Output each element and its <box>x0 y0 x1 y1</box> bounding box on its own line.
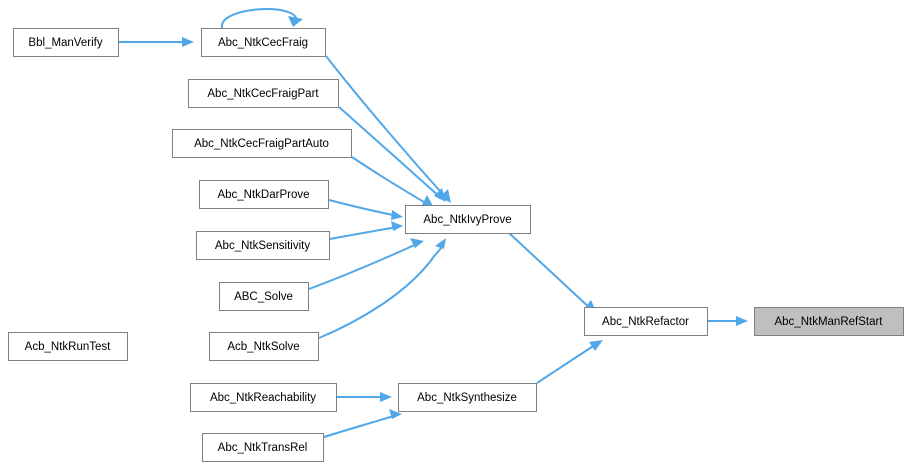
arrowhead-icon <box>440 189 451 203</box>
arrowhead-icon <box>736 316 748 326</box>
edge-line <box>308 242 420 290</box>
graph-node-abc_ntkcecfraigpart[interactable]: Abc_NtkCecFraigPart <box>188 79 339 108</box>
edge-abc_ntksynthesize-to-abc_ntkrefactor <box>536 340 603 384</box>
edge-line <box>351 156 430 206</box>
edge-line <box>329 226 399 240</box>
node-label: Abc_NtkManRefStart <box>774 316 883 328</box>
node-label: Abc_NtkTransRel <box>218 442 308 454</box>
graph-node-abc_ntksensitivity[interactable]: Abc_NtkSensitivity <box>196 231 330 260</box>
nodes-layer: Bbl_ManVerify Abc_NtkCecFraigAbc_NtkCecFr… <box>8 28 904 462</box>
arrowhead-icon <box>410 238 424 248</box>
node-label: Abc_NtkIvyProve <box>423 214 511 226</box>
edge-line <box>508 232 593 311</box>
arrowhead-icon <box>288 16 303 27</box>
edge-line <box>536 342 599 384</box>
node-label: Abc_NtkDarProve <box>217 189 309 201</box>
graph-node-abc_ntkreachability[interactable]: Abc_NtkReachability <box>190 383 337 412</box>
edge-abc_ntksensitivity-to-abc_ntkivyprove <box>329 221 403 240</box>
arrowhead-icon <box>434 188 446 202</box>
edge-line <box>220 8 298 29</box>
node-box[interactable] <box>190 383 337 412</box>
graph-node-abc_ntksynthesize[interactable]: Abc_NtkSynthesize <box>398 383 537 412</box>
graph-node-abc_ntkdarprove[interactable]: Abc_NtkDarProve <box>199 180 329 209</box>
node-box[interactable] <box>202 433 324 462</box>
node-box[interactable] <box>201 28 326 57</box>
graph-node-acb_ntksolve[interactable]: Acb_NtkSolve <box>209 332 319 361</box>
graph-node-acb_ntkruntest[interactable]: Acb_NtkRunTest <box>8 332 128 361</box>
graph-node-abc_ntkcecfraig[interactable]: Abc_NtkCecFraig <box>201 28 326 57</box>
node-label: Abc_NtkSensitivity <box>215 240 310 252</box>
graph-node-abc_ntkcecfraigpartauto[interactable]: Abc_NtkCecFraigPartAuto <box>172 129 352 158</box>
edge-acb_ntksolve-to-abc_ntkivyprove <box>318 238 446 339</box>
edge-bbl_manverify-to-abc_ntkcecfraig <box>118 37 194 47</box>
edge-line <box>318 241 445 339</box>
node-box[interactable] <box>209 332 319 361</box>
edge-abc_ntkrefactor-to-abc_ntkmanrefstart <box>708 316 748 326</box>
node-box[interactable] <box>199 180 329 209</box>
node-label: Abc_NtkCecFraig <box>218 37 308 49</box>
edge-line <box>323 414 398 438</box>
edge-line <box>328 199 399 217</box>
node-box[interactable] <box>405 205 531 234</box>
node-box[interactable] <box>172 129 352 158</box>
node-box[interactable] <box>754 307 904 336</box>
node-box[interactable] <box>196 231 330 260</box>
edge-abc_ntkcecfraigpartauto-to-abc_ntkivyprove <box>351 156 434 208</box>
node-box[interactable] <box>584 307 708 336</box>
node-box[interactable] <box>13 28 119 57</box>
edge-abc_ntkcecfraigpart-to-abc_ntkivyprove <box>338 106 446 202</box>
edge-abc_ntktransrel-to-abc_ntksynthesize <box>323 409 402 438</box>
node-box[interactable] <box>219 282 309 311</box>
node-label: Abc_NtkCecFraigPartAuto <box>194 138 329 150</box>
node-label: Abc_NtkSynthesize <box>417 392 517 404</box>
arrowhead-icon <box>391 221 403 231</box>
node-box[interactable] <box>188 79 339 108</box>
graph-node-abc_ntkmanrefstart[interactable]: Abc_NtkManRefStart <box>754 307 904 336</box>
edges-layer <box>118 8 748 438</box>
edge-abc_ntkivyprove-to-abc_ntkrefactor <box>508 232 597 314</box>
edge-abc_solve-to-abc_ntkivyprove <box>308 238 424 290</box>
node-label: Acb_NtkRunTest <box>25 341 111 353</box>
node-box[interactable] <box>8 332 128 361</box>
graph-node-abc_ntktransrel[interactable]: Abc_NtkTransRel <box>202 433 324 462</box>
arrowhead-icon <box>391 210 403 220</box>
node-label: Abc_NtkReachability <box>210 392 316 404</box>
node-label: Bbl_ManVerify <box>28 37 102 49</box>
node-box[interactable] <box>398 383 537 412</box>
graph-node-bbl_manverify[interactable]: Bbl_ManVerify <box>13 28 119 57</box>
arrowhead-icon <box>435 238 446 249</box>
edge-line <box>338 106 442 199</box>
graph-node-abc_ntkivyprove[interactable]: Abc_NtkIvyProve <box>405 205 531 234</box>
arrowhead-icon <box>422 195 434 208</box>
arrowhead-icon <box>182 37 194 47</box>
node-label: Abc_NtkRefactor <box>602 316 689 328</box>
arrowhead-icon <box>389 409 402 419</box>
edge-abc_ntkcecfraig-to-abc_ntkcecfraig <box>220 8 303 29</box>
edge-line <box>325 55 448 200</box>
graph-node-abc_solve[interactable]: ABC_Solve <box>219 282 309 311</box>
node-label: ABC_Solve <box>234 291 293 303</box>
node-label: Acb_NtkSolve <box>227 341 299 353</box>
arrowhead-icon <box>589 340 603 351</box>
arrowhead-icon <box>380 392 392 402</box>
node-label: Abc_NtkCecFraigPart <box>207 88 319 100</box>
edge-abc_ntkdarprove-to-abc_ntkivyprove <box>328 199 403 220</box>
edge-abc_ntkreachability-to-abc_ntksynthesize <box>337 392 392 402</box>
edge-abc_ntkcecfraig-to-abc_ntkivyprove <box>325 55 451 203</box>
graph-node-abc_ntkrefactor[interactable]: Abc_NtkRefactor <box>584 307 708 336</box>
